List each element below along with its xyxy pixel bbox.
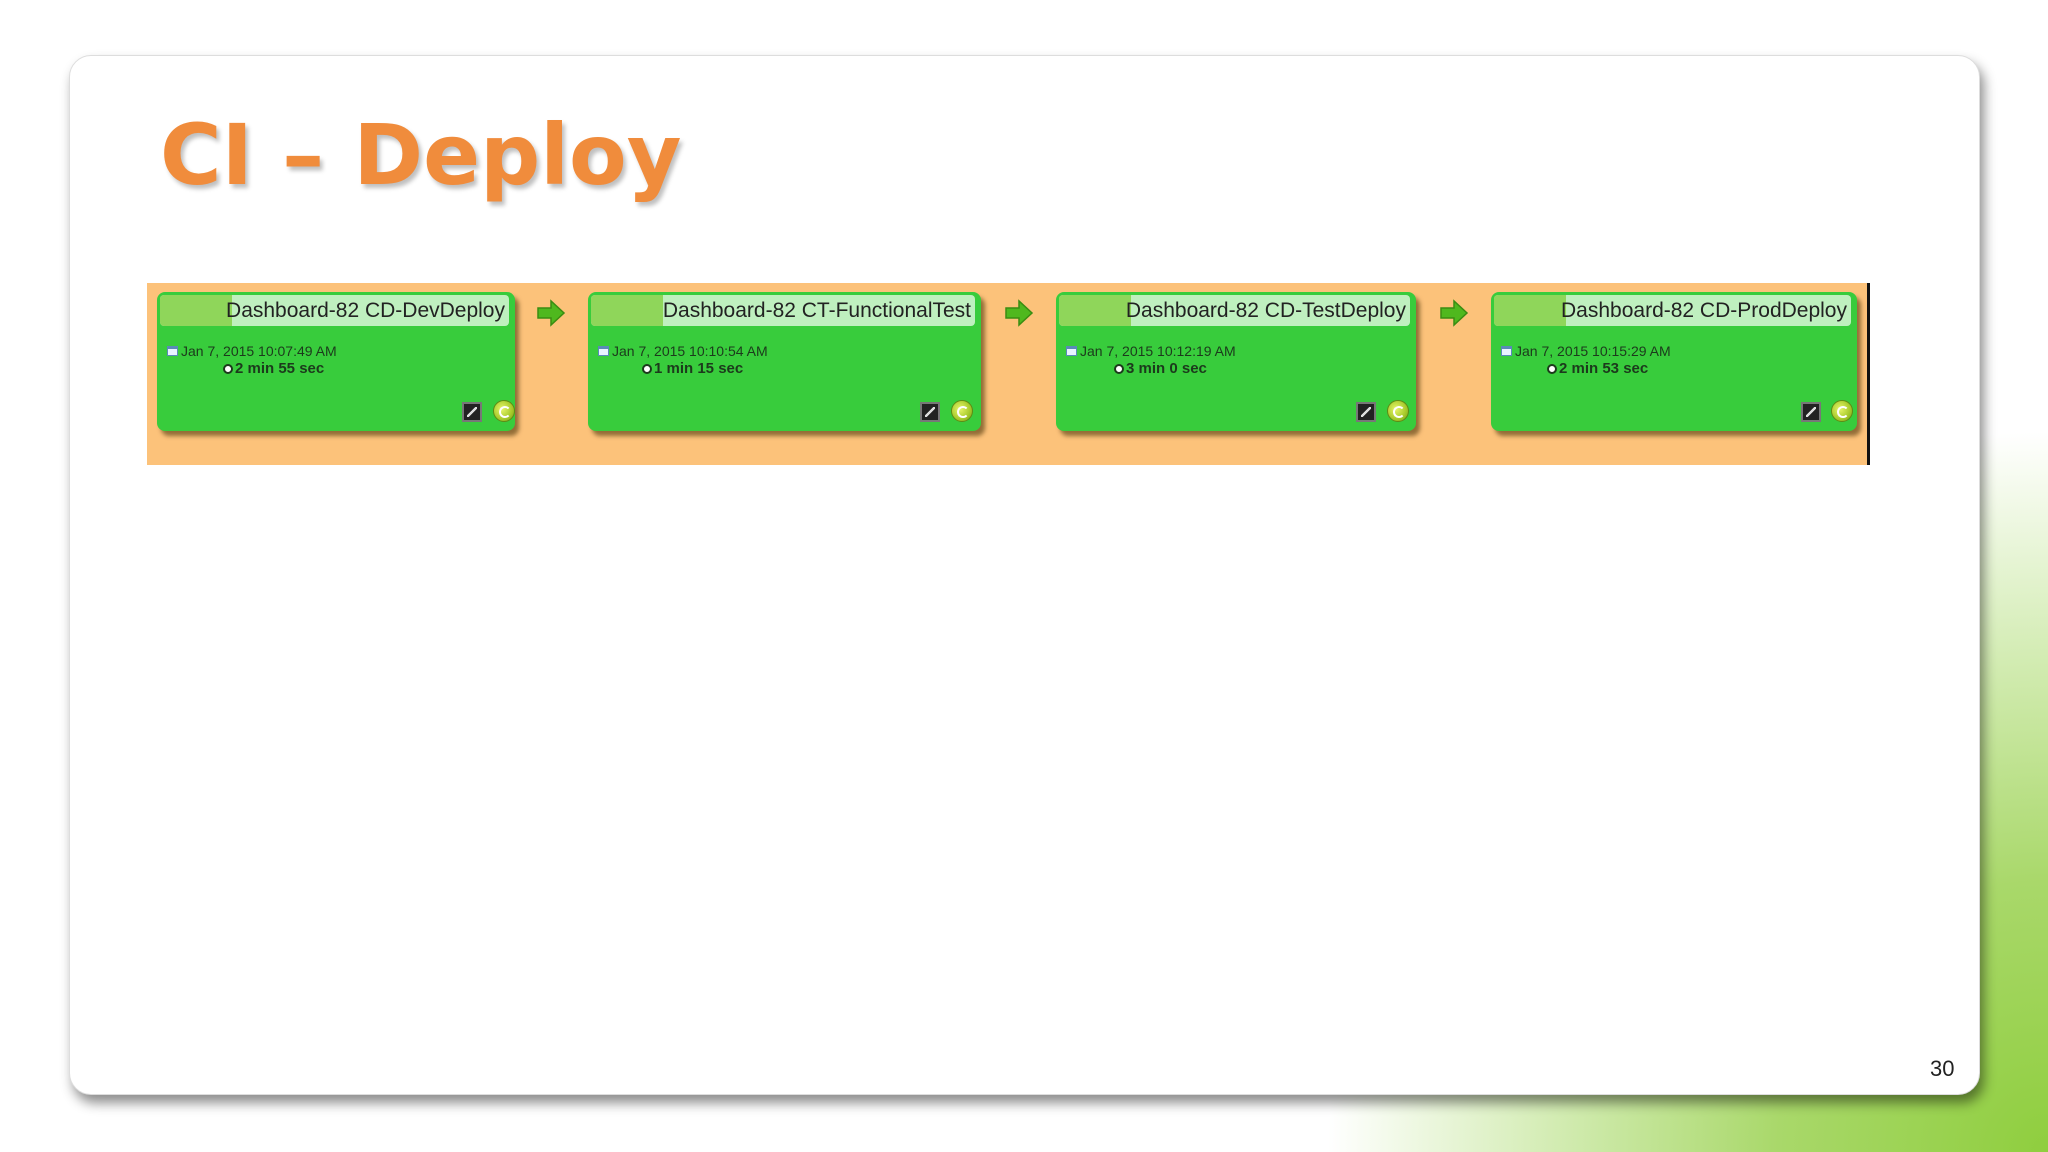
calendar-icon (167, 346, 178, 356)
console-icon[interactable] (920, 402, 940, 422)
page-number: 30 (1930, 1056, 1955, 1081)
build-pipeline: Dashboard-82 CD-DevDeploy Jan 7, 2015 10… (147, 283, 1870, 465)
pipeline-job[interactable]: Dashboard-82 CT-FunctionalTest Jan 7, 20… (588, 292, 981, 431)
job-date-text: Jan 7, 2015 10:07:49 AM (181, 343, 337, 359)
calendar-icon (1501, 346, 1512, 356)
clock-icon (1547, 363, 1557, 374)
job-header: Dashboard-82 CD-ProdDeploy (1494, 295, 1851, 326)
job-duration-text: 2 min 55 sec (235, 360, 325, 377)
job-header: Dashboard-82 CD-DevDeploy (160, 295, 509, 326)
job-header: Dashboard-82 CD-TestDeploy (1059, 295, 1410, 326)
slide (69, 55, 1980, 1095)
calendar-icon (1066, 346, 1077, 356)
arrow-right-icon (537, 299, 566, 327)
slide-title: CI – Deploy (160, 106, 682, 204)
clock-icon (642, 363, 652, 374)
job-duration-text: 2 min 53 sec (1559, 360, 1649, 377)
console-icon[interactable] (462, 402, 482, 422)
job-name-link[interactable]: Dashboard-82 CD-TestDeploy (1125, 299, 1406, 322)
pipeline-job[interactable]: Dashboard-82 CD-TestDeploy Jan 7, 2015 1… (1056, 292, 1416, 431)
job-status-bar (591, 295, 663, 326)
clock-icon (1114, 363, 1124, 374)
job-status-bar (160, 295, 232, 326)
job-duration-text: 1 min 15 sec (654, 360, 744, 377)
console-icon[interactable] (1356, 402, 1376, 422)
job-date: Jan 7, 2015 10:10:54 AM (598, 343, 768, 359)
job-duration: 1 min 15 sec (642, 360, 743, 377)
job-date-text: Jan 7, 2015 10:15:29 AM (1515, 343, 1671, 359)
job-name-link[interactable]: Dashboard-82 CD-ProdDeploy (1561, 299, 1847, 322)
job-date-text: Jan 7, 2015 10:10:54 AM (612, 343, 768, 359)
job-name-link[interactable]: Dashboard-82 CD-DevDeploy (226, 299, 505, 322)
rebuild-icon[interactable] (1387, 400, 1409, 422)
job-duration: 2 min 55 sec (223, 360, 324, 377)
rebuild-icon[interactable] (1831, 400, 1853, 422)
pipeline-job[interactable]: Dashboard-82 CD-DevDeploy Jan 7, 2015 10… (157, 292, 515, 431)
pipeline-job[interactable]: Dashboard-82 CD-ProdDeploy Jan 7, 2015 1… (1491, 292, 1857, 431)
job-name-link[interactable]: Dashboard-82 CT-FunctionalTest (662, 299, 971, 322)
rebuild-icon[interactable] (951, 400, 973, 422)
job-duration: 2 min 53 sec (1547, 360, 1648, 377)
job-status-bar (1059, 295, 1131, 326)
job-duration-text: 3 min 0 sec (1126, 360, 1207, 377)
job-header: Dashboard-82 CT-FunctionalTest (591, 295, 975, 326)
clock-icon (223, 363, 233, 374)
calendar-icon (598, 346, 609, 356)
job-status-bar (1494, 295, 1566, 326)
console-icon[interactable] (1801, 402, 1821, 422)
arrow-right-icon (1005, 299, 1034, 327)
job-date-text: Jan 7, 2015 10:12:19 AM (1080, 343, 1236, 359)
rebuild-icon[interactable] (493, 400, 515, 422)
job-date: Jan 7, 2015 10:15:29 AM (1501, 343, 1671, 359)
arrow-right-icon (1440, 299, 1469, 327)
job-date: Jan 7, 2015 10:07:49 AM (167, 343, 337, 359)
job-date: Jan 7, 2015 10:12:19 AM (1066, 343, 1236, 359)
job-duration: 3 min 0 sec (1114, 360, 1207, 377)
